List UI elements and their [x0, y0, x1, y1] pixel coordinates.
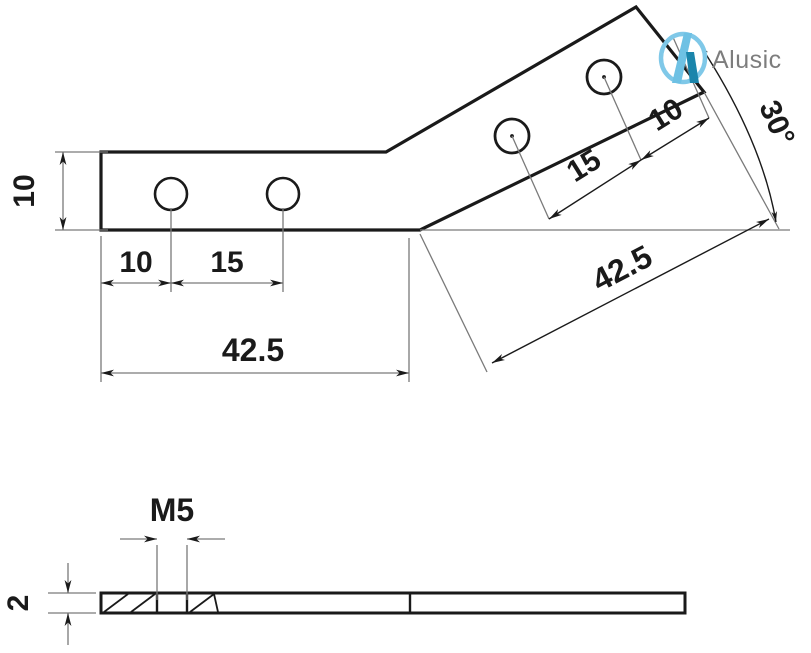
- logo-a-left-icon: [672, 33, 692, 83]
- part-outline-front: [99, 4, 707, 232]
- logo-a-right-icon: [686, 52, 699, 83]
- dimension-thickness-2: 2: [2, 563, 96, 645]
- brand-logo: Alusic: [658, 31, 782, 85]
- logo-ring-icon: [658, 31, 708, 85]
- brand-name: Alusic: [712, 46, 782, 74]
- dimension-total-42-5: 42.5: [100, 238, 410, 382]
- section-plate-outline: [99, 591, 687, 615]
- dimension-angled-42-5: 42.5: [419, 218, 790, 373]
- dimension-height-10: 10: [8, 151, 108, 231]
- dim-label-total-42-5: 42.5: [222, 332, 284, 368]
- hole-left-2: [265, 176, 301, 212]
- dim-label-10: 10: [119, 246, 152, 279]
- dim-label-m5: M5: [150, 492, 194, 528]
- dimension-thread-m5: M5: [120, 492, 225, 600]
- dim-label-15: 15: [210, 246, 243, 279]
- hole-left-1: [153, 176, 189, 212]
- dim-label-height-10: 10: [8, 174, 41, 207]
- dim-label-angled-42-5: 42.5: [586, 238, 658, 299]
- dim-label-angle-30: 30°: [752, 96, 801, 151]
- dimension-row-10-15: 10 15: [100, 208, 284, 292]
- dim-label-thickness-2: 2: [2, 595, 35, 612]
